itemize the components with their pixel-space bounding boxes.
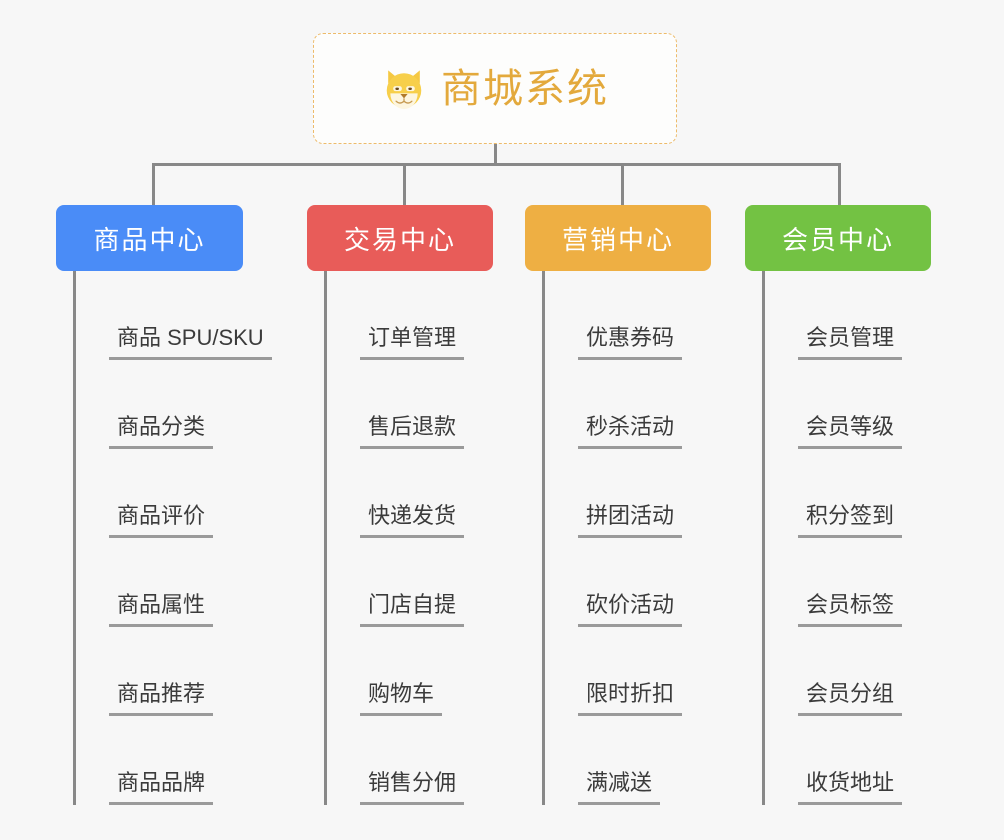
leaf-label: 会员管理: [798, 325, 903, 360]
leaf-label: 商品推荐: [109, 681, 214, 716]
connector-drop-product-center: [152, 163, 155, 208]
leaf-label: 商品评价: [109, 503, 214, 538]
branch-rail-product-center: [73, 271, 76, 805]
leaf-label: 快递发货: [360, 503, 465, 538]
leaf-label: 拼团活动: [578, 503, 683, 538]
leaf-item[interactable]: 秒杀活动: [542, 360, 683, 449]
leaf-label: 优惠券码: [578, 325, 683, 360]
root-title: 商城系统: [441, 66, 609, 111]
branch-header-label: 商品中心: [93, 224, 206, 255]
connector-horizontal-bus: [152, 163, 840, 166]
branch-header-trade-center[interactable]: 交易中心: [307, 205, 493, 271]
leaf-item[interactable]: 商品分类: [73, 360, 272, 449]
connector-drop-member-center: [838, 163, 841, 208]
branch-header-marketing-center[interactable]: 营销中心: [525, 205, 711, 271]
leaf-label: 门店自提: [360, 592, 465, 627]
branch-rail-trade-center: [324, 271, 327, 805]
connector-drop-trade-center: [403, 163, 406, 208]
branch-header-product-center[interactable]: 商品中心: [56, 205, 243, 271]
leaf-item[interactable]: 积分签到: [762, 449, 903, 538]
branch-header-label: 会员中心: [781, 224, 894, 255]
connector-drop-marketing-center: [621, 163, 624, 208]
leaf-item[interactable]: 会员标签: [762, 538, 903, 627]
branch-header-member-center[interactable]: 会员中心: [745, 205, 931, 271]
leaf-item[interactable]: 会员分组: [762, 627, 903, 716]
leaf-item[interactable]: 商品品牌: [73, 716, 272, 805]
leaf-label: 售后退款: [360, 414, 465, 449]
leaf-label: 商品 SPU/SKU: [109, 325, 272, 360]
leaf-label: 商品分类: [109, 414, 214, 449]
root-node[interactable]: 商城系统: [313, 33, 677, 144]
shiba-dog-face-icon: [386, 69, 422, 109]
leaf-label: 订单管理: [360, 325, 465, 360]
leaf-item[interactable]: 订单管理: [324, 271, 465, 360]
leaf-item[interactable]: 商品 SPU/SKU: [73, 271, 272, 360]
leaf-item[interactable]: 满减送: [542, 716, 682, 805]
leaf-label: 购物车: [360, 681, 443, 716]
leaf-item[interactable]: 商品属性: [73, 538, 272, 627]
leaf-label: 收货地址: [798, 770, 903, 805]
leaf-item[interactable]: 优惠券码: [542, 271, 683, 360]
leaf-label: 积分签到: [798, 503, 903, 538]
branch-header-label: 营销中心: [561, 224, 674, 255]
leaf-label: 会员等级: [798, 414, 903, 449]
leaf-label: 满减送: [578, 770, 661, 805]
leaf-list-member-center: 会员管理 会员等级 积分签到 会员标签 会员分组 收货地址: [762, 271, 903, 805]
leaf-item[interactable]: 会员管理: [762, 271, 903, 360]
branch-rail-member-center: [762, 271, 765, 805]
leaf-item[interactable]: 砍价活动: [542, 538, 683, 627]
leaf-item[interactable]: 商品推荐: [73, 627, 272, 716]
leaf-item[interactable]: 门店自提: [324, 538, 465, 627]
leaf-item[interactable]: 售后退款: [324, 360, 465, 449]
leaf-label: 会员分组: [798, 681, 903, 716]
branch-rail-marketing-center: [542, 271, 545, 805]
leaf-item[interactable]: 限时折扣: [542, 627, 683, 716]
leaf-item[interactable]: 购物车: [324, 627, 464, 716]
connector-root-stem: [494, 144, 497, 166]
leaf-item[interactable]: 销售分佣: [324, 716, 465, 805]
leaf-label: 会员标签: [798, 592, 903, 627]
leaf-item[interactable]: 收货地址: [762, 716, 903, 805]
leaf-label: 销售分佣: [360, 770, 465, 805]
leaf-label: 商品品牌: [109, 770, 214, 805]
leaf-list-product-center: 商品 SPU/SKU 商品分类 商品评价 商品属性 商品推荐 商品品牌: [73, 271, 272, 805]
leaf-item[interactable]: 拼团活动: [542, 449, 683, 538]
leaf-item[interactable]: 会员等级: [762, 360, 903, 449]
leaf-item[interactable]: 快递发货: [324, 449, 465, 538]
leaf-item[interactable]: 商品评价: [73, 449, 272, 538]
leaf-list-marketing-center: 优惠券码 秒杀活动 拼团活动 砍价活动 限时折扣 满减送: [542, 271, 683, 805]
leaf-label: 秒杀活动: [578, 414, 683, 449]
leaf-label: 限时折扣: [578, 681, 683, 716]
leaf-list-trade-center: 订单管理 售后退款 快递发货 门店自提 购物车 销售分佣: [324, 271, 465, 805]
leaf-label: 商品属性: [109, 592, 214, 627]
leaf-label: 砍价活动: [578, 592, 683, 627]
branch-header-label: 交易中心: [343, 224, 456, 255]
